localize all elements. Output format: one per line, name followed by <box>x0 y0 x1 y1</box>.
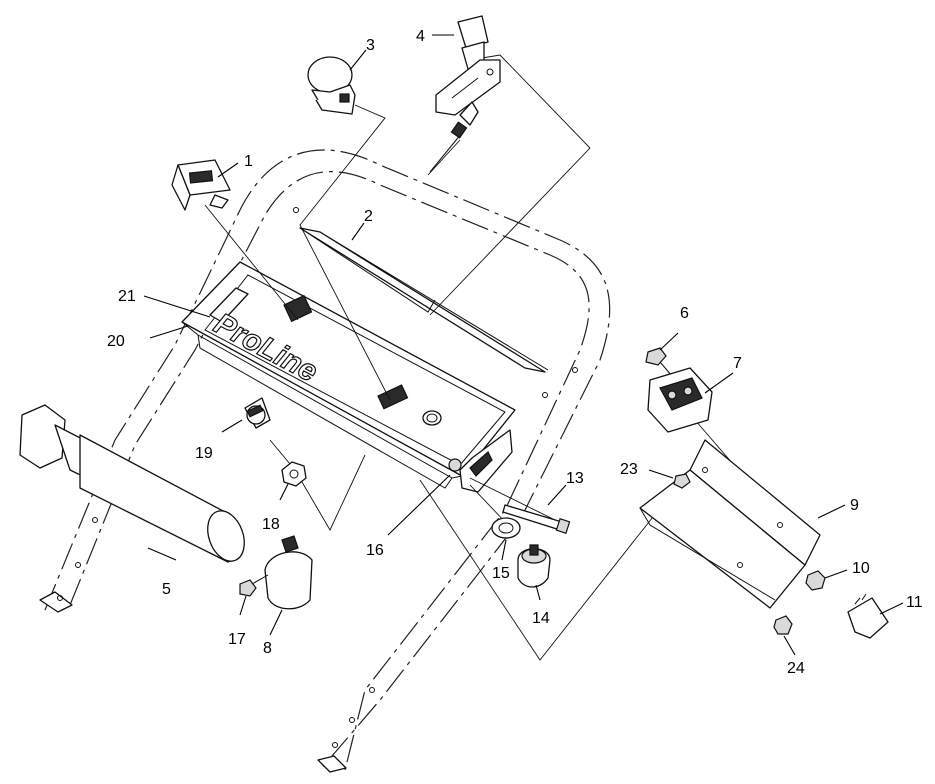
part-11-capacitor <box>847 593 889 639</box>
part-8-clamp <box>264 535 313 610</box>
part-24-nut <box>773 615 793 635</box>
callout-leaders <box>143 34 904 656</box>
part-18-nut <box>281 461 307 487</box>
callout-2: 2 <box>364 208 373 225</box>
callout-20: 20 <box>107 333 125 350</box>
part-9-bracket <box>639 439 821 609</box>
part-16-nut <box>448 458 462 472</box>
part-19-key <box>244 397 271 429</box>
callout-23: 23 <box>620 461 638 478</box>
part-10-nut <box>805 570 826 591</box>
callout-3: 3 <box>366 37 375 54</box>
callout-14: 14 <box>532 610 550 627</box>
callout-1: 1 <box>244 153 253 170</box>
part-4-throttle-lever <box>429 15 501 173</box>
callout-21: 21 <box>118 288 136 305</box>
part-5-handle-grip <box>19 404 245 563</box>
callout-15: 15 <box>492 565 510 582</box>
callout-13: 13 <box>566 470 584 487</box>
part-7-connector <box>647 367 713 433</box>
part-6-bolt <box>645 347 673 377</box>
handle-frame <box>39 149 611 773</box>
part-1-switch <box>171 159 231 211</box>
callout-9: 9 <box>850 497 859 514</box>
callout-19: 19 <box>195 445 213 462</box>
callout-8: 8 <box>263 640 272 657</box>
callout-24: 24 <box>787 660 805 677</box>
callout-16: 16 <box>366 542 384 559</box>
callout-17: 17 <box>228 631 246 648</box>
part-2-plate <box>299 227 549 373</box>
part-17-screw <box>239 574 269 597</box>
part-14-rotary-switch <box>517 544 551 588</box>
callout-6: 6 <box>680 305 689 322</box>
callout-10: 10 <box>852 560 870 577</box>
callout-labels: 1 2 3 4 5 6 7 8 9 10 11 13 14 15 16 17 1… <box>107 28 923 677</box>
callout-11: 11 <box>906 594 923 611</box>
part-3-knob <box>307 56 356 115</box>
callout-7: 7 <box>733 355 742 372</box>
part-15-washer <box>491 517 521 539</box>
callout-18: 18 <box>262 516 280 533</box>
part-23-screw <box>673 473 691 489</box>
callout-5: 5 <box>162 581 171 598</box>
callout-4: 4 <box>416 28 425 45</box>
control-panel: ProLine <box>181 261 516 493</box>
part-13-bolt <box>502 504 571 535</box>
